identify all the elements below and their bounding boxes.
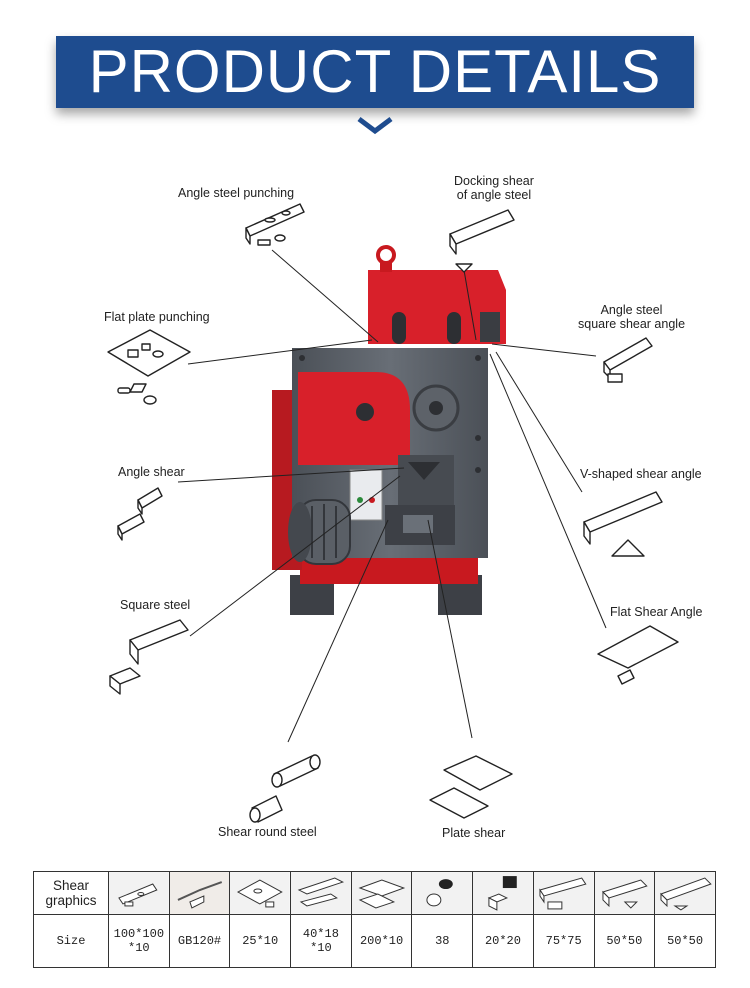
table-row-graphics: Shear graphics (33, 871, 716, 915)
square-steel-thumb-icon (473, 872, 533, 914)
label-angle-steel-punching: Angle steel punching (178, 186, 295, 200)
thumb-cell (108, 871, 170, 915)
v-shaped-shear-icon (583, 491, 663, 557)
size-value: 200*10 (359, 934, 404, 948)
size-value: 50*50 (667, 934, 704, 948)
size-value: 50*50 (606, 934, 643, 948)
gb120-thumb-icon (169, 872, 230, 914)
row-label-graphics-line2: graphics (45, 893, 97, 908)
plate-shear-thumb-icon (351, 872, 412, 914)
label-angle-square-line2: square shear angle (578, 317, 686, 331)
flat-bar-thumb-icon (291, 872, 351, 914)
leader-lines (177, 249, 607, 743)
spec-table: Shear graphics Size 100*100*10 GB120# 25… (33, 871, 716, 968)
table-row-size: Size 100*100*10 GB120# 25*10 40*18*10 20… (33, 914, 716, 968)
thumb-cell (472, 871, 534, 915)
thumb-cell (168, 871, 231, 915)
angle-punch-thumb-icon (109, 872, 169, 914)
size-cell: 100*100*10 (108, 914, 170, 968)
size-cell: 50*50 (593, 914, 656, 968)
page-title: PRODUCT DETAILS (88, 38, 662, 105)
label-docking-shear: Docking shear of angle steel (454, 174, 534, 202)
size-cell: 75*75 (532, 914, 595, 968)
size-value: 100*100 (113, 927, 165, 941)
size-value: 75*75 (545, 934, 582, 948)
label-v-shaped-shear: V-shaped shear angle (580, 467, 702, 481)
size-cell: 38 (411, 914, 474, 968)
thumb-cell (532, 871, 595, 915)
plate-punch-thumb-icon (230, 872, 291, 914)
label-angle-square-shear: Angle steel square shear angle (578, 303, 685, 331)
label-docking-shear-line1: Docking shear (454, 174, 534, 188)
angle-square-shear-icon (603, 337, 653, 383)
row-label-graphics: Shear graphics (33, 871, 109, 915)
flat-plate-punching-icon (107, 329, 191, 405)
row-label-size: Size (33, 914, 109, 968)
thumb-cell (654, 871, 716, 915)
thumb-cell (411, 871, 474, 915)
plate-shear-icon (429, 755, 513, 819)
label-shear-round-steel: Shear round steel (218, 825, 317, 839)
size-value: 20*20 (484, 934, 521, 948)
size-value: GB120# (177, 934, 222, 948)
square-steel-icon (109, 619, 189, 695)
round-steel-icon (249, 754, 321, 823)
size-cell: 25*10 (229, 914, 292, 968)
label-angle-square-line1: Angle steel (600, 303, 663, 317)
v-angle-thumb-icon (655, 872, 715, 914)
chevron-down-icon (357, 117, 393, 135)
size-value: 38 (435, 934, 450, 948)
size-value: 40*18 (302, 927, 339, 941)
angle-shear-thumb-icon (533, 872, 594, 914)
angle-steel-punching-icon (245, 203, 305, 246)
round-steel-thumb-icon (412, 872, 473, 914)
machine-diagram (107, 203, 679, 823)
size-cell: 20*20 (472, 914, 534, 968)
size-cell: 200*10 (350, 914, 413, 968)
thumb-cell (593, 871, 656, 915)
angle-square-thumb-icon (594, 872, 655, 914)
docking-shear-icon (449, 209, 515, 273)
size-value-line2: *10 (310, 941, 332, 955)
label-docking-shear-line2: of angle steel (456, 188, 532, 202)
thumb-cell (229, 871, 292, 915)
header-banner: PRODUCT DETAILS (56, 36, 694, 108)
flat-shear-angle-icon (597, 625, 679, 685)
size-cell: GB120# (168, 914, 231, 968)
thumb-cell (290, 871, 352, 915)
row-label-graphics-line1: Shear (52, 878, 90, 893)
size-value-line2: *10 (128, 941, 150, 955)
label-flat-shear-angle: Flat Shear Angle (610, 605, 703, 619)
label-plate-shear: Plate shear (442, 826, 506, 840)
label-angle-shear: Angle shear (118, 465, 185, 479)
size-cell: 50*50 (654, 914, 716, 968)
label-flat-plate-punching: Flat plate punching (104, 310, 210, 324)
size-cell: 40*18*10 (290, 914, 352, 968)
thumb-cell (350, 871, 413, 915)
angle-shear-icon (117, 487, 163, 541)
size-value: 25*10 (242, 934, 279, 948)
label-square-steel: Square steel (120, 598, 191, 612)
ironworker-machine (272, 245, 506, 615)
